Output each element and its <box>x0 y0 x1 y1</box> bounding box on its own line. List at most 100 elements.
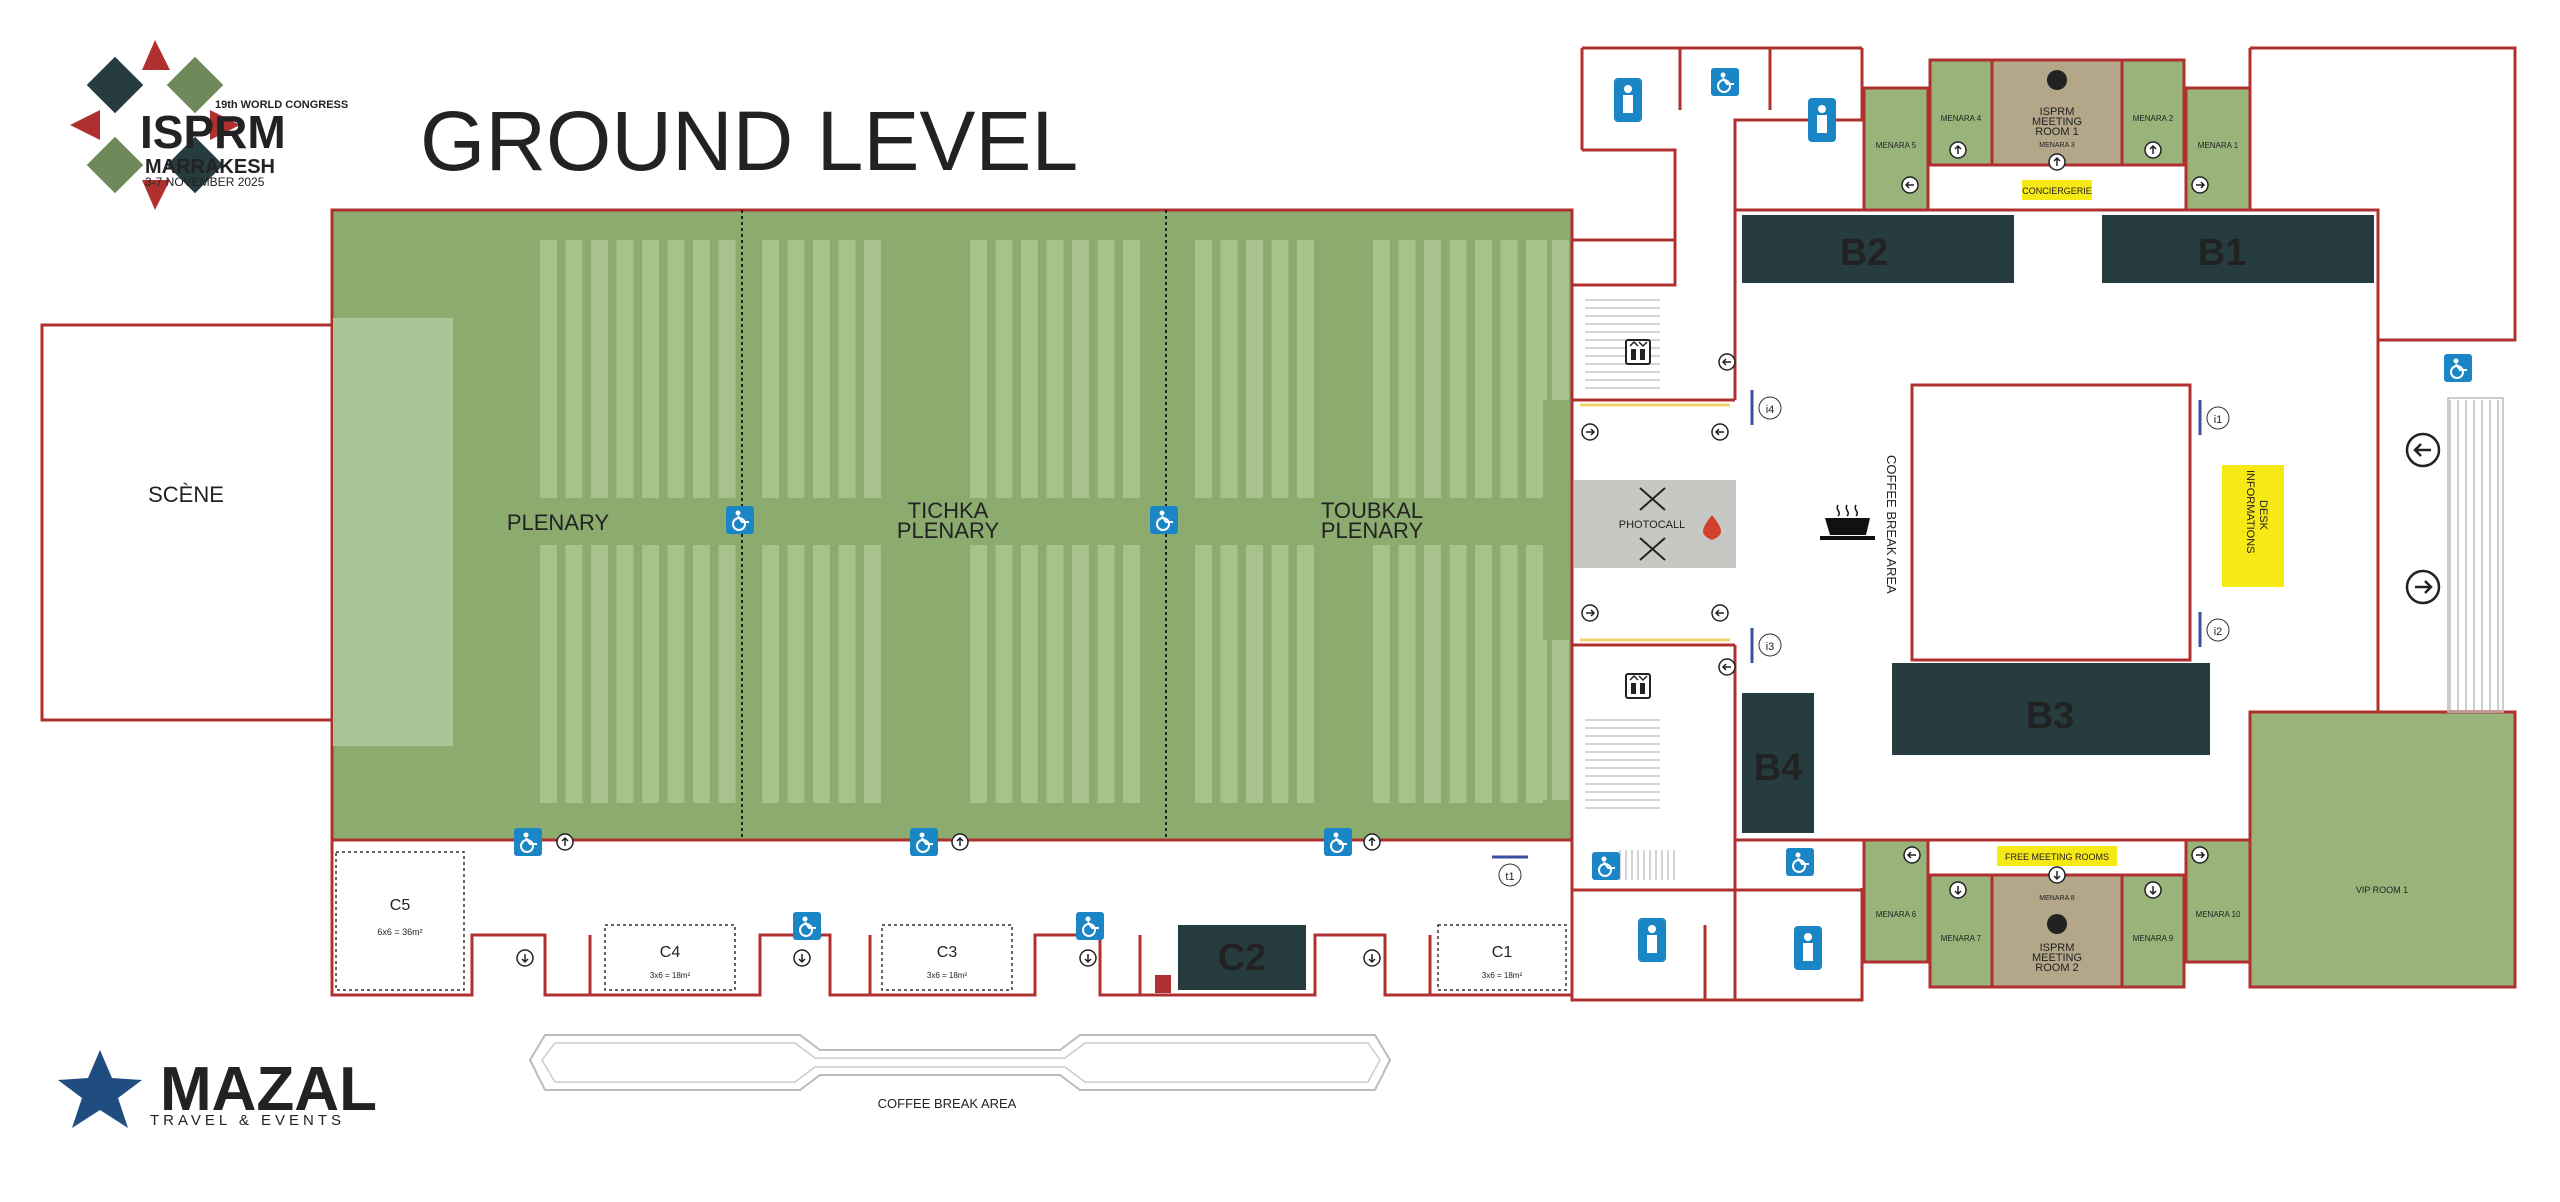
seat-column <box>718 545 736 803</box>
page-title: GROUND LEVEL <box>420 94 1078 188</box>
seat-column <box>667 240 685 498</box>
free-meeting-label: FREE MEETING ROOMS <box>2005 852 2109 862</box>
mazal-logo: MAZAL TRAVEL & EVENTS <box>58 1050 377 1129</box>
foyer-island <box>1910 383 2192 662</box>
info-desk-label-2: DESK <box>2257 500 2269 531</box>
logo-congress: 19th WORLD CONGRESS <box>215 99 348 111</box>
seat-column <box>693 240 710 498</box>
exit-arrow-icon <box>2144 141 2162 159</box>
tichka-label-1: TICHKA <box>908 498 989 523</box>
booth-c1 <box>1437 924 1567 991</box>
svg-text:i4: i4 <box>1766 404 1775 416</box>
plenary-label: PLENARY <box>507 510 610 535</box>
marker-i2: i2 <box>2198 612 2230 647</box>
entrance-steps <box>2447 397 2504 713</box>
elevator-icon <box>1625 339 1651 365</box>
logo-city: MARRAKESH <box>145 156 275 178</box>
menara-2-label: MENARA 2 <box>2133 114 2174 123</box>
seat-column <box>838 240 856 498</box>
wheelchair-icon <box>1324 828 1352 856</box>
seat-column <box>1475 545 1492 803</box>
exit-arrow-icon <box>1901 176 1919 194</box>
seat-column <box>540 240 557 498</box>
seat-column <box>1552 640 1569 800</box>
wheelchair-icon <box>793 912 821 940</box>
seat-column <box>1195 240 1212 498</box>
menara-10-label: MENARA 10 <box>2196 910 2241 919</box>
meeting-1-label-1: ISPRM <box>2040 106 2075 118</box>
booth-c5 <box>335 851 465 991</box>
sponsor-name: MAZAL <box>160 1055 377 1124</box>
stage-label: SCÈNE <box>148 482 224 507</box>
stage <box>40 323 334 722</box>
svg-text:i1: i1 <box>2214 414 2223 426</box>
seat-column <box>1072 545 1089 803</box>
room-menara-9 <box>2120 873 2186 989</box>
booth-c3-size: 3x6 = 18m² <box>927 971 968 980</box>
seat-column <box>1373 240 1390 498</box>
sponsor-tagline: TRAVEL & EVENTS <box>150 1112 345 1129</box>
seat-column <box>762 240 779 498</box>
menara-5-label: MENARA 5 <box>1876 141 1917 150</box>
seat-column <box>995 545 1013 803</box>
booth-c4-size: 3x6 = 18m² <box>650 971 691 980</box>
booth-c4-label: C4 <box>660 944 681 961</box>
vip-room-1 <box>2248 710 2517 989</box>
concierge-desk <box>2022 180 2092 200</box>
booth-c1-label: C1 <box>1492 944 1513 961</box>
seat-column <box>838 545 856 803</box>
exit-arrow-icon <box>2191 846 2209 864</box>
toubkal-label-2: PLENARY <box>1321 518 1424 543</box>
exit-arrow-icon <box>1903 846 1921 864</box>
seat-column <box>591 240 608 498</box>
booth-c3-label: C3 <box>937 944 958 961</box>
seat-column <box>787 240 805 498</box>
fire-extinguisher-icon <box>1703 515 1721 540</box>
elevator-icon <box>1625 673 1651 699</box>
exit-arrow-icon <box>2405 432 2441 468</box>
coffee-area-main-label: COFFEE BREAK AREA <box>1884 455 1899 594</box>
seat-column <box>1220 545 1238 803</box>
exit-arrow-icon <box>1949 881 1967 899</box>
coffee-icon <box>1820 504 1875 540</box>
menara-1-label: MENARA 1 <box>2198 141 2239 150</box>
seat-column <box>1449 545 1467 803</box>
staircase-lower <box>1585 719 1675 880</box>
exit-arrow-icon <box>1718 353 1736 371</box>
wheelchair-icon <box>2444 354 2472 382</box>
marker-i3: i3 <box>1750 628 1782 663</box>
booth-c5-label: C5 <box>390 897 411 914</box>
coffee-area-bottom-label: COFFEE BREAK AREA <box>878 1096 1017 1111</box>
seat-column <box>693 545 710 803</box>
meeting-2-label-2: MEETING <box>2032 952 2082 964</box>
seat-column <box>642 545 659 803</box>
seat-column <box>1021 545 1038 803</box>
seat-column <box>616 545 634 803</box>
meeting-1-label-3: ROOM 1 <box>2035 126 2078 138</box>
meeting-2-label-3: ROOM 2 <box>2035 962 2078 974</box>
restroom-icon <box>1794 926 1822 970</box>
seat-column <box>970 240 987 498</box>
booth-c3 <box>881 924 1013 991</box>
booth-b2-label: B2 <box>1840 232 1889 274</box>
seat-column <box>718 240 736 498</box>
menara-4-label: MENARA 4 <box>1941 114 1982 123</box>
meeting-1-label-2: MEETING <box>2032 116 2082 128</box>
clock-icon <box>2047 914 2067 934</box>
seat-column <box>1530 640 1547 800</box>
seat-column <box>1097 545 1115 803</box>
seat-column <box>813 240 830 498</box>
meeting-2-label-1: ISPRM <box>2040 942 2075 954</box>
wheelchair-icon <box>726 506 754 534</box>
exit-arrow-icon <box>1581 423 1599 441</box>
menara-8-label: MENARA 8 <box>2039 895 2075 902</box>
restroom-icon <box>1638 918 1666 962</box>
seat-column <box>1123 240 1140 498</box>
toubkal-label-1: TOUBKAL <box>1321 498 1423 523</box>
menara-6-label: MENARA 6 <box>1876 910 1917 919</box>
svg-text:i3: i3 <box>1766 641 1775 653</box>
exit-arrow-icon <box>556 833 574 851</box>
exit-arrow-icon <box>1949 141 1967 159</box>
exit-arrow-icon <box>793 949 811 967</box>
